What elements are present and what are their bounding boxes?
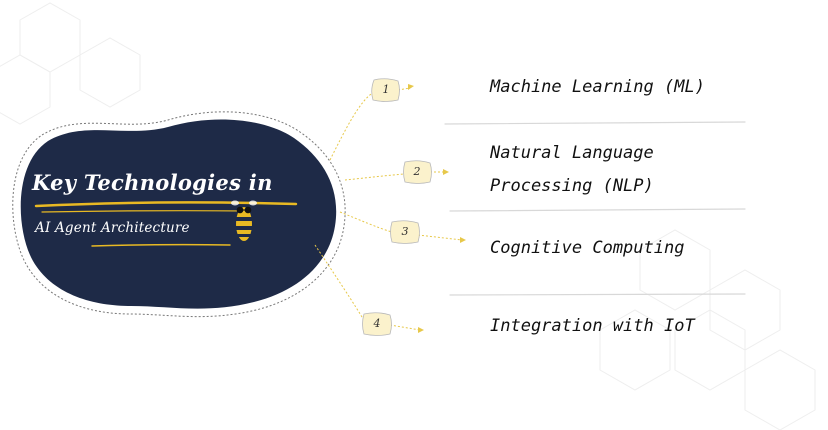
connectors	[314, 87, 463, 331]
connector-3	[339, 211, 393, 233]
title-underline-1	[34, 201, 298, 208]
tail-4	[389, 324, 421, 331]
badge-number-4: 4	[373, 317, 381, 330]
item-label-4: Integration with IoT	[490, 316, 695, 336]
connector-4	[314, 244, 366, 323]
tail-3	[417, 234, 463, 241]
badge-number-3: 3	[401, 225, 409, 238]
title-underline-2	[41, 210, 251, 213]
central-blob	[20, 119, 337, 309]
badge-number-2: 2	[413, 165, 421, 178]
central-title-line-1: Key Technologies in	[32, 170, 273, 195]
badge-number-1: 1	[382, 83, 390, 96]
item-label-2-line-2: Processing (NLP)	[490, 176, 654, 196]
connector-arrowheads	[408, 84, 466, 333]
badge-3	[390, 220, 420, 244]
connector-2	[344, 173, 406, 181]
badge-2	[403, 160, 432, 184]
badge-1	[371, 78, 400, 102]
item-dividers	[444, 121, 746, 296]
central-blob-outline	[12, 111, 346, 318]
number-badges	[362, 78, 432, 336]
bee-with-sunglasses-icon	[231, 200, 257, 241]
central-title-line-2: AI Agent Architecture	[35, 220, 190, 236]
divider-2	[449, 208, 746, 212]
item-label-1: Machine Learning (ML)	[490, 77, 705, 97]
item-label-3: Cognitive Computing	[490, 238, 685, 258]
badge-4	[362, 312, 392, 336]
subtitle-underline	[91, 243, 231, 247]
divider-3	[449, 293, 746, 296]
connector-1	[329, 91, 375, 161]
divider-1	[444, 121, 746, 125]
item-label-2-line-1: Natural Language	[490, 143, 654, 163]
